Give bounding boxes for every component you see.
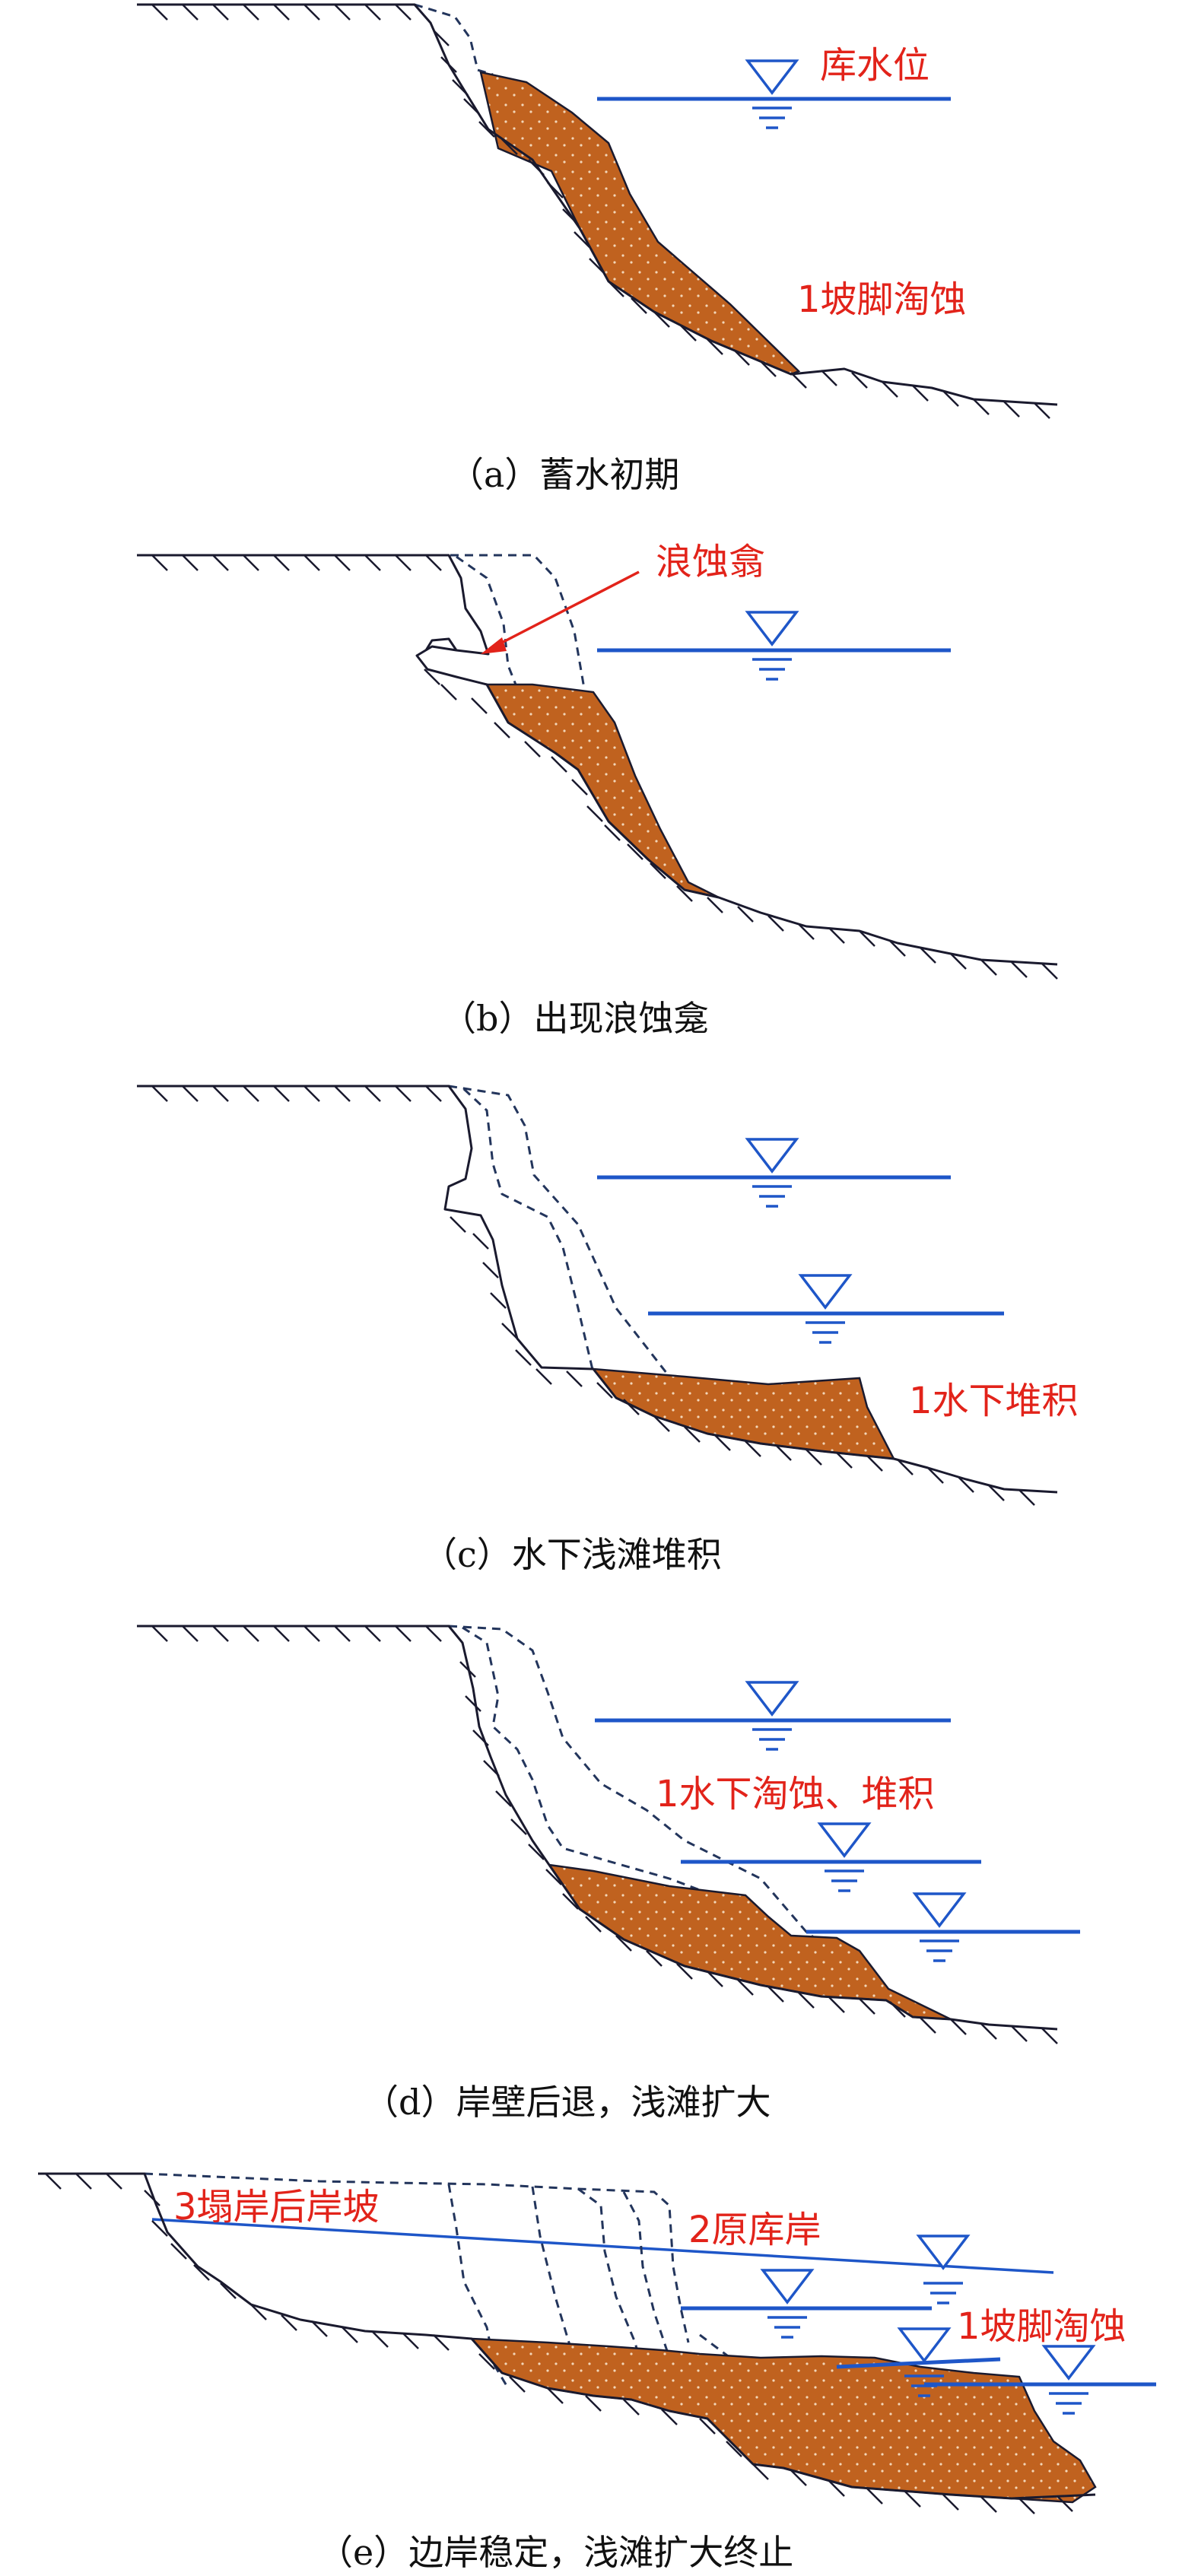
intermediate-bank-outline [456,555,519,689]
panel-c: 1水下堆积 （c）水下浅滩堆积 [137,1085,1079,1575]
caption-d: （d）岸壁后退，浅滩扩大 [364,2082,771,2123]
original-bank-outline [144,2172,690,2343]
label-toe-erosion: 1坡脚淘蚀 [797,278,967,321]
deposit-area [485,683,720,899]
label-toe-erosion: 1坡脚淘蚀 [957,2305,1127,2348]
panel-d: 1水下淘蚀、堆积 （d）岸壁后退，浅滩扩大 [137,1625,1080,2123]
deposit-area [479,71,801,376]
caption-a: （a）蓄水初期 [449,454,679,495]
ground-profile [38,2172,1096,2500]
water-level-symbol-middle [818,1822,870,1892]
deposit-area [547,1863,952,2021]
water-level-symbol-2 [761,2269,813,2339]
water-level-symbol-lower [799,1274,851,1344]
water-level-symbol-upper [746,1681,798,1751]
deposit-area [469,2337,1097,2504]
water-level-symbol-4 [1043,2345,1095,2415]
original-bank-outline [414,3,494,76]
ground-profile [137,1625,1058,2031]
niche-arrow [494,570,640,648]
original-bank-outline [407,554,586,689]
water-level-symbol-1 [917,2235,969,2304]
hatching [151,4,1050,419]
label-wave-niche: 浪蚀翕 [656,541,765,583]
panel-e: 3塌岸后岸坡 2原库岸 1坡脚淘蚀 （e）边岸稳定，浅滩扩大终止 [38,2172,1156,2573]
wave-niche-outline [424,637,458,651]
intermediate-outline-2 [531,2186,602,2397]
hatching [151,554,1058,980]
original-bank-outline [448,1625,837,1956]
ground-profile [137,1085,1058,1494]
label-underwater-erosion-deposit: 1水下淘蚀、堆积 [656,1773,935,1815]
water-level-symbol-upper [746,1138,798,1208]
label-post-collapse-slope: 3塌岸后岸坡 [173,2186,380,2228]
intermediate-bank-outline [462,1626,807,1964]
water-level-line-3 [836,2357,1001,2369]
panel-b: 浪蚀翕 （b）出现浪蚀龛 [137,541,1058,1039]
niche-arrowhead [481,637,507,654]
caption-b: （b）出现浪蚀龛 [441,998,708,1039]
caption-e: （e）边岸稳定，浅滩扩大终止 [318,2532,793,2573]
water-level-symbol [746,611,798,681]
intermediate-outline-1 [447,2184,510,2389]
label-original-bank: 2原库岸 [688,2209,821,2251]
post-collapse-slope-line [151,2218,1054,2274]
hatching [45,2173,1073,2514]
intermediate-bank-outline [462,1088,595,1374]
hatching [151,1625,1058,2044]
hatching [151,1085,1035,1506]
panel-a: 库水位 1坡脚淘蚀 （a）蓄水初期 [137,3,1058,495]
label-underwater-deposit: 1水下堆积 [909,1380,1079,1422]
label-water-level: 库水位 [820,44,929,87]
ground-profile [137,554,1058,966]
caption-c: （c）水下浅滩堆积 [422,1534,722,1575]
original-bank-outline [448,1085,671,1377]
water-level-symbol-lower [914,1892,965,1962]
water-level-symbol [746,59,798,129]
